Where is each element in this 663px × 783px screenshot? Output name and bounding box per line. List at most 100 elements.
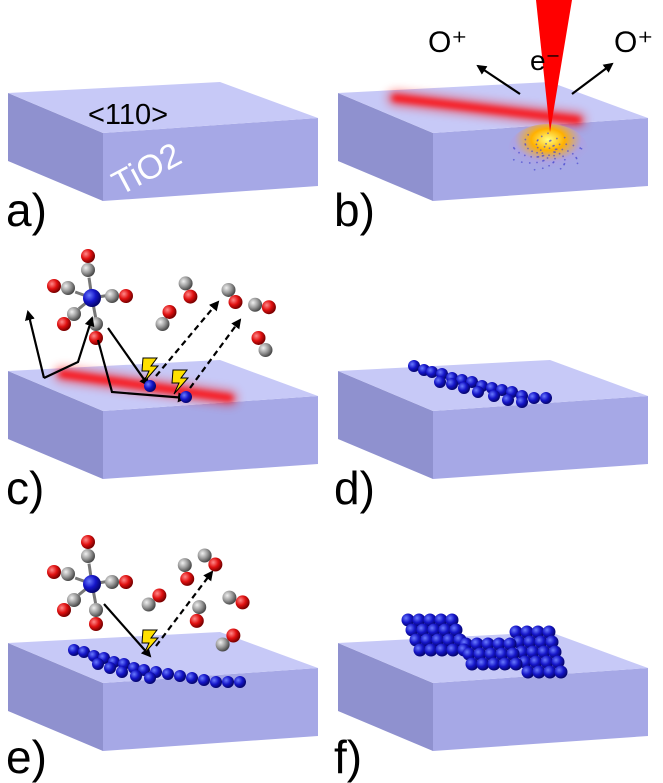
oxygen-atom xyxy=(89,617,103,631)
deposit-atom xyxy=(498,657,512,671)
deposit-atom xyxy=(409,633,423,647)
co-molecule xyxy=(215,628,241,652)
scatter-dot xyxy=(548,147,551,150)
deposit-atom xyxy=(481,637,495,651)
deposit-atom xyxy=(420,633,434,647)
deposit-atom xyxy=(526,645,540,659)
slab-front-face xyxy=(103,668,318,751)
scatter-dot xyxy=(539,149,542,152)
scatter-dot xyxy=(553,154,555,157)
scatter-dot xyxy=(541,160,544,162)
scan-line xyxy=(392,95,581,123)
deposit-atom xyxy=(458,382,470,394)
crystal-face-label: <110> xyxy=(88,99,168,131)
scatter-dot xyxy=(536,156,539,158)
oxygen-atom xyxy=(183,289,198,304)
panel-label-a: a) xyxy=(6,184,47,236)
deposit-atom xyxy=(548,645,562,659)
scatter-dot xyxy=(543,145,546,148)
interaction-volume xyxy=(508,124,588,176)
scatter-dot xyxy=(518,151,520,154)
panel-b xyxy=(338,0,648,201)
slab-side-face xyxy=(338,643,433,751)
deposit-atom xyxy=(234,676,246,688)
oxygen-atom xyxy=(208,557,223,572)
deposit-atom xyxy=(492,637,506,651)
carbon-atom xyxy=(197,548,212,563)
scatter-dot xyxy=(548,154,550,157)
deposit-atom xyxy=(210,676,222,688)
incoming-arrow xyxy=(43,316,95,379)
carbon-atom xyxy=(221,282,236,297)
panel-label-b: b) xyxy=(334,184,375,236)
deposit-atom xyxy=(424,643,438,657)
precursor-molecule xyxy=(47,249,133,345)
scatter-dot xyxy=(540,135,543,138)
deposit-atom xyxy=(462,647,476,661)
deposit-atom xyxy=(413,643,427,657)
panel-label-e: e) xyxy=(6,731,47,783)
deposit-atom xyxy=(68,644,80,656)
slab-front-face xyxy=(433,396,648,479)
carbon-atom xyxy=(141,597,156,612)
scatter-dot xyxy=(555,137,558,140)
deposit-atom xyxy=(446,643,460,657)
co-molecule xyxy=(248,297,276,315)
oxygen-atom xyxy=(57,603,71,617)
deposit-atom xyxy=(434,376,446,388)
deposit-atom xyxy=(222,676,234,688)
scatter-dot xyxy=(512,146,515,149)
deposit-atom xyxy=(476,657,490,671)
deposit-atom xyxy=(520,625,534,639)
deposit-atom xyxy=(473,647,487,661)
deposit-atom xyxy=(523,635,537,649)
oxygen-atom xyxy=(228,295,243,310)
carbon-atom xyxy=(61,281,75,295)
scatter-dot xyxy=(554,157,556,160)
scatter-dot xyxy=(535,143,538,146)
scatter-dot xyxy=(575,157,578,160)
scatter-dot xyxy=(520,161,523,163)
bounce-arrow xyxy=(25,310,46,379)
deposit-atom xyxy=(465,657,479,671)
deposit-atom xyxy=(534,635,548,649)
deposit-atom xyxy=(531,625,545,639)
deposit-atom xyxy=(509,657,523,671)
co-molecule xyxy=(155,304,177,332)
oxygen-atom xyxy=(89,331,103,345)
oxygen-atom xyxy=(226,628,241,643)
carbon-atom xyxy=(105,289,119,303)
carbon-atom xyxy=(178,276,193,291)
oxygen-atom xyxy=(162,304,177,319)
slab-top-face xyxy=(8,82,318,133)
panel-e xyxy=(8,535,318,751)
slab-side-face xyxy=(338,93,433,201)
scatter-dot xyxy=(536,146,539,149)
slab-front-face xyxy=(433,668,648,751)
electron-beam-label: e⁻ xyxy=(530,45,560,76)
carbon-atom xyxy=(105,575,119,589)
precursor-molecule xyxy=(47,535,133,631)
scatter-dot xyxy=(552,161,555,164)
panel-a xyxy=(8,82,318,201)
deposit-atom xyxy=(434,613,448,627)
deposit-atom xyxy=(431,633,445,647)
deposit-atom xyxy=(130,670,142,682)
deposit-atom xyxy=(506,647,520,661)
oxygen-atom xyxy=(57,317,71,331)
scatter-dot xyxy=(567,150,569,152)
energy-flash-icon xyxy=(171,369,190,395)
deposit-atom xyxy=(144,672,156,684)
deposit-atom xyxy=(116,666,128,678)
deposit-atom xyxy=(405,623,419,637)
deposit-atom xyxy=(174,670,186,682)
deposit-atom xyxy=(423,613,437,627)
slab-front-face xyxy=(103,396,318,479)
metal-atom xyxy=(83,575,101,593)
scatter-dot xyxy=(536,161,538,164)
oxygen-ion-right-label: O⁺ xyxy=(614,26,653,59)
scatter-dot xyxy=(547,132,549,135)
ion-arrow-left xyxy=(476,64,521,95)
deposited-atom xyxy=(144,380,156,392)
scatter-dot xyxy=(546,157,549,159)
